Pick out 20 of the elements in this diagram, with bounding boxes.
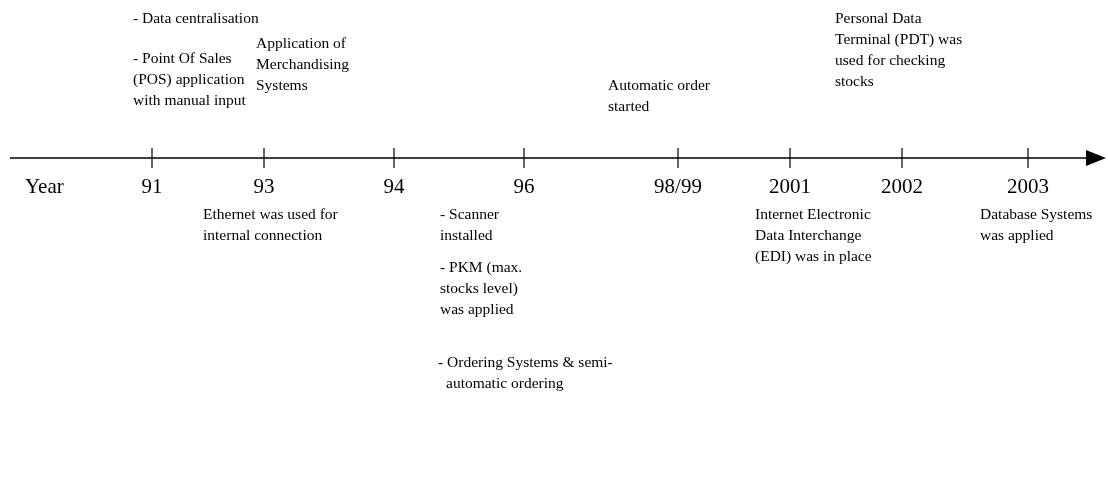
year-label: 2001 (769, 174, 811, 198)
milestone-note: Automatic order started (608, 75, 711, 116)
year-label: 2003 (1007, 174, 1049, 198)
year-label: 96 (513, 174, 535, 198)
milestone-note: - Data centralisation (133, 8, 260, 28)
milestone-note: Ethernet was used for internal connection (203, 204, 338, 245)
year-label: 91 (141, 174, 163, 198)
milestone-note: - PKM (max. stocks level) was applied (440, 257, 524, 319)
axis-label: Year (25, 174, 64, 198)
milestone-note: - Point Of Sales (POS) application with manual input (133, 48, 247, 110)
year-label: 2002 (881, 174, 923, 198)
year-label: 93 (253, 174, 275, 198)
milestone-note: - Scanner installed (440, 204, 500, 245)
milestone-note: Internet Electronic Data Interchange (EDI) was in place (755, 204, 873, 266)
milestone-note: Application of Merchandising Systems (256, 33, 350, 95)
milestone-note: - Ordering Systems & semi-automatic ordering (438, 352, 614, 393)
milestone-note: Database Systems was applied (980, 204, 1094, 245)
year-label: 94 (383, 174, 405, 198)
year-label: 98/99 (654, 174, 702, 198)
milestone-note: Personal Data Terminal (PDT) was used for checking stocks (835, 8, 964, 91)
